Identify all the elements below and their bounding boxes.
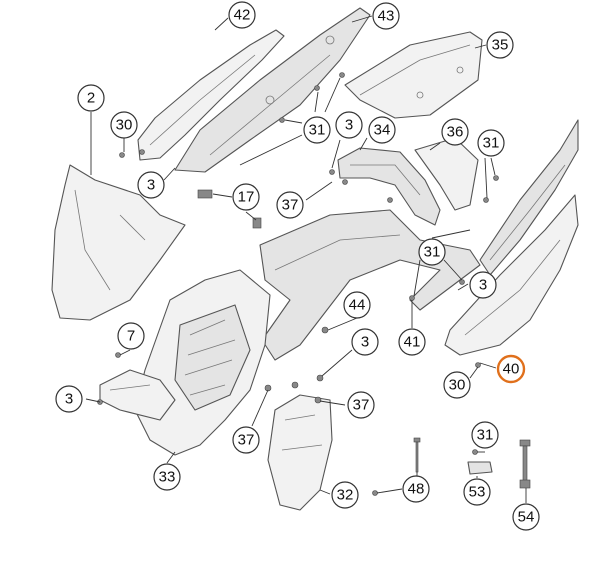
svg-text:3: 3	[147, 177, 155, 194]
svg-text:31: 31	[477, 427, 494, 444]
callout-37-top[interactable]: 37	[276, 191, 304, 219]
svg-text:34: 34	[374, 122, 391, 139]
svg-text:31: 31	[483, 135, 500, 152]
svg-text:53: 53	[469, 484, 486, 501]
callout-3-center[interactable]: 3	[351, 328, 379, 356]
leader-lines	[85, 15, 527, 503]
svg-text:7: 7	[127, 328, 135, 345]
callout-44[interactable]: 44	[343, 291, 371, 319]
part-48-screw	[413, 437, 421, 473]
svg-text:3: 3	[345, 117, 353, 134]
callout-54[interactable]: 54	[512, 503, 540, 531]
callout-30-bottom[interactable]: 30	[443, 371, 471, 399]
part-32-mudflap	[267, 394, 333, 511]
svg-text:41: 41	[404, 334, 421, 351]
part-40-right-side-cover	[444, 119, 579, 356]
callout-48[interactable]: 48	[402, 475, 430, 503]
part-42-side-trim	[137, 29, 285, 161]
small-screws	[97, 72, 499, 496]
svg-text:30: 30	[449, 377, 466, 394]
callout-37-right[interactable]: 37	[347, 391, 375, 419]
svg-text:3: 3	[65, 391, 73, 408]
part-54-bolt	[519, 439, 531, 489]
svg-text:36: 36	[447, 124, 464, 141]
part-34-bracket	[337, 147, 441, 226]
callout-3-right[interactable]: 3	[469, 271, 497, 299]
svg-text:37: 37	[238, 432, 255, 449]
svg-text:48: 48	[408, 481, 425, 498]
callout-3-top[interactable]: 3	[335, 111, 363, 139]
svg-text:42: 42	[234, 7, 251, 24]
callout-33[interactable]: 33	[153, 463, 181, 491]
part-33-undertray	[99, 269, 271, 456]
svg-text:37: 37	[353, 397, 370, 414]
callout-3-left[interactable]: 3	[137, 171, 165, 199]
part-43-upper-side-panel	[174, 7, 371, 173]
part-2-front-mask	[51, 164, 186, 321]
callout-3-bottom-left[interactable]: 3	[55, 385, 83, 413]
callout-30-top[interactable]: 30	[110, 111, 138, 139]
callout-2[interactable]: 2	[77, 84, 105, 112]
callout-43[interactable]: 43	[372, 2, 400, 30]
callout-35[interactable]: 35	[486, 31, 514, 59]
svg-text:44: 44	[349, 297, 366, 314]
svg-text:37: 37	[282, 197, 299, 214]
svg-text:3: 3	[361, 334, 369, 351]
svg-text:35: 35	[492, 37, 509, 54]
svg-text:54: 54	[518, 509, 535, 526]
callout-17[interactable]: 17	[232, 183, 260, 211]
svg-text:17: 17	[238, 189, 255, 206]
svg-text:2: 2	[87, 90, 95, 107]
svg-text:33: 33	[159, 469, 176, 486]
part-17-clip	[197, 189, 262, 229]
callout-42[interactable]: 42	[228, 1, 256, 29]
svg-text:30: 30	[116, 117, 133, 134]
callout-31-top[interactable]: 31	[303, 116, 331, 144]
svg-text:3: 3	[479, 277, 487, 294]
svg-text:40: 40	[503, 361, 520, 378]
callout-7[interactable]: 7	[117, 322, 145, 350]
callout-53[interactable]: 53	[463, 478, 491, 506]
part-53-clip	[467, 461, 493, 475]
callout-31-bottom[interactable]: 31	[471, 421, 499, 449]
callout-31-mid[interactable]: 31	[418, 238, 446, 266]
callout-40-highlighted[interactable]: 40	[496, 354, 526, 384]
callout-34[interactable]: 34	[368, 116, 396, 144]
callout-36[interactable]: 36	[441, 118, 469, 146]
svg-text:31: 31	[424, 244, 441, 261]
callout-41[interactable]: 41	[398, 328, 426, 356]
svg-text:43: 43	[378, 8, 395, 25]
callout-31-right[interactable]: 31	[477, 129, 505, 157]
part-35-seat-cover	[344, 31, 483, 119]
callout-32[interactable]: 32	[331, 481, 359, 509]
svg-text:31: 31	[309, 122, 326, 139]
callout-37-bottom[interactable]: 37	[232, 426, 260, 454]
svg-text:32: 32	[337, 487, 354, 504]
